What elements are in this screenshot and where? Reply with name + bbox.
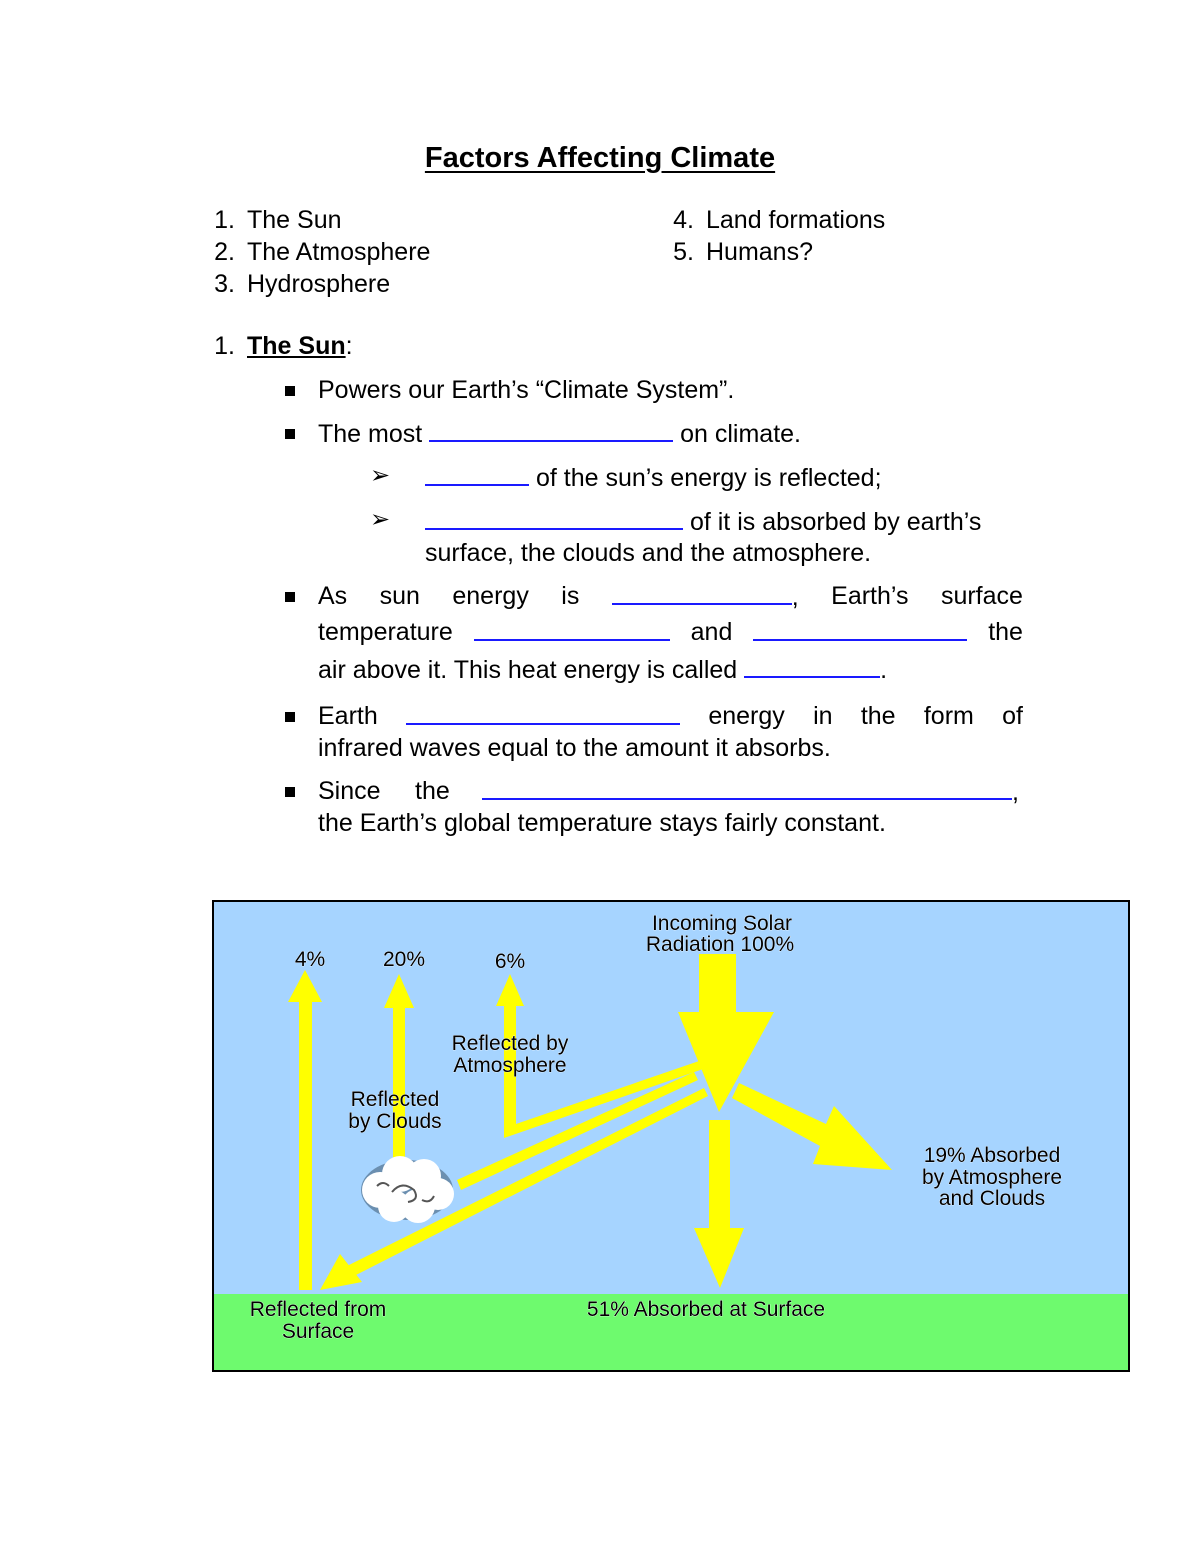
fill-blank[interactable] [425, 506, 683, 530]
beam-to-surface-arrowhead [320, 1254, 362, 1290]
comma: , [791, 583, 799, 611]
sub-bullet-1-post: of the sun’s energy is reflected; [535, 464, 882, 492]
arrow-bullet-icon: ➢ [370, 462, 391, 489]
sub-bullet-2-line: of it is absorbed by earth’s [425, 506, 981, 537]
reflected-surface-label-1: Reflected from [250, 1298, 387, 1321]
bullet-marker [285, 787, 295, 797]
bullet-5-w1: Since [318, 777, 381, 805]
reflected-clouds-label-2: by Clouds [348, 1110, 441, 1133]
factor-1-number: 1. [214, 206, 235, 234]
word: As [318, 582, 348, 610]
reflected-surface-label-2: Surface [282, 1320, 354, 1343]
factor-2-label: The Atmosphere [247, 238, 431, 266]
word: of [1002, 702, 1023, 730]
beam-to-surface [347, 1088, 708, 1276]
incoming-label-1: Incoming Solar [652, 912, 792, 935]
bullet-3-line-2: temperature and the [318, 617, 1023, 647]
section-heading-text: The Sun [247, 332, 346, 360]
beam-to-cloud [457, 1072, 698, 1190]
factor-3-number: 3. [214, 270, 235, 298]
arrow-bullet-icon: ➢ [370, 506, 391, 533]
ground-area [214, 1294, 1128, 1370]
sub-bullet-2-line-2: surface, the clouds and the atmosphere. [425, 539, 872, 567]
factor-4-number: 4. [673, 206, 694, 234]
absorbed-atmosphere-label-3: and Clouds [939, 1187, 1045, 1210]
bullet-1-text: Powers our Earth’s “Climate System”. [318, 376, 735, 404]
fill-blank[interactable] [744, 654, 881, 678]
sub-bullet-2-post: of it is absorbed by earth’s [689, 508, 982, 536]
word: the [988, 618, 1023, 646]
page-title: Factors Affecting Climate [424, 142, 776, 174]
pct-surface-label: 4% [295, 948, 325, 971]
fill-blank[interactable] [482, 776, 1012, 800]
bullet-5-w2: the [415, 777, 450, 805]
word: sun [379, 582, 420, 610]
reflected-atmosphere-path [504, 1004, 706, 1138]
word: surface [940, 582, 1023, 610]
word: temperature [318, 618, 453, 646]
incoming-label-2: Radiation 100% [646, 933, 794, 956]
word: is [561, 582, 580, 610]
bullet-3-line-3-text: air above it. This heat energy is called [318, 656, 738, 684]
reflected-clouds-label-1: Reflected [351, 1088, 440, 1111]
word: Earth’s [831, 582, 909, 610]
absorbed-atmosphere-arrow [732, 1083, 892, 1170]
factor-3-label: Hydrosphere [247, 270, 391, 298]
bullet-2-pre: The most [318, 420, 423, 448]
fill-blank[interactable] [611, 581, 792, 605]
comma: , [1012, 778, 1019, 806]
absorbed-atmosphere-label-2: by Atmosphere [922, 1166, 1062, 1189]
factor-5-number: 5. [673, 238, 694, 266]
solar-radiation-diagram: Incoming Solar Radiation 100% 4% 20% 6% … [212, 900, 1130, 1372]
fill-blank[interactable] [406, 701, 681, 725]
reflected-surface-shaft [299, 1000, 312, 1290]
fill-blank[interactable] [473, 617, 670, 641]
factor-1-label: The Sun [247, 206, 342, 234]
word: Earth [318, 702, 378, 730]
bullet-5-blank-line: , [482, 776, 1019, 807]
word: form [923, 702, 974, 730]
cloud-icon [361, 1156, 454, 1223]
section-number: 1. [214, 332, 235, 360]
absorbed-surface-arrow [694, 1120, 744, 1288]
word: energy [708, 702, 785, 730]
sub-bullet-1-line: of the sun’s energy is reflected; [425, 462, 882, 493]
bullet-marker [285, 429, 295, 439]
factor-5-label: Humans? [706, 238, 813, 266]
reflected-clouds-arrowhead [384, 974, 414, 1008]
fill-blank[interactable] [753, 617, 968, 641]
section-heading-colon: : [345, 332, 353, 360]
absorbed-surface-label: 51% Absorbed at Surface [587, 1298, 825, 1321]
incoming-radiation-arrow [678, 954, 774, 1112]
bullet-2-post: on climate. [680, 420, 801, 448]
period: . [880, 656, 888, 684]
bullet-2-line: The most on climate. [318, 418, 801, 449]
word: the [860, 702, 896, 730]
bullet-4-line-1: Earth energy in the form of [318, 701, 1023, 731]
factor-4-label: Land formations [706, 206, 886, 234]
fill-blank[interactable] [429, 418, 674, 442]
bullet-marker [285, 386, 295, 396]
bullet-3-line-1: As sun energy is , Earth’s surface [318, 581, 1023, 612]
word: and [690, 618, 733, 646]
sky-area [214, 902, 1128, 1294]
pct-atmosphere-label: 6% [495, 950, 525, 973]
reflected-surface-arrowhead [288, 970, 322, 1002]
bullet-3-line-3: air above it. This heat energy is called… [318, 654, 887, 685]
bullet-4-line-2: infrared waves equal to the amount it ab… [318, 734, 831, 762]
word: in [813, 702, 833, 730]
reflected-atmosphere-label-1: Reflected by [452, 1032, 569, 1055]
reflected-clouds-shaft [393, 1006, 405, 1184]
absorbed-atmosphere-label-1: 19% Absorbed [924, 1144, 1061, 1167]
factor-2-number: 2. [214, 238, 235, 266]
bullet-5-line-2: the Earth’s global temperature stays fai… [318, 809, 886, 837]
section-heading: The Sun: [247, 331, 353, 361]
bullet-marker [285, 592, 295, 602]
bullet-marker [285, 712, 295, 722]
fill-blank[interactable] [425, 462, 529, 486]
reflected-atmosphere-arrowhead [496, 974, 524, 1006]
pct-clouds-label: 20% [383, 948, 425, 971]
word: energy [452, 582, 529, 610]
reflected-atmosphere-label-2: Atmosphere [453, 1054, 566, 1077]
